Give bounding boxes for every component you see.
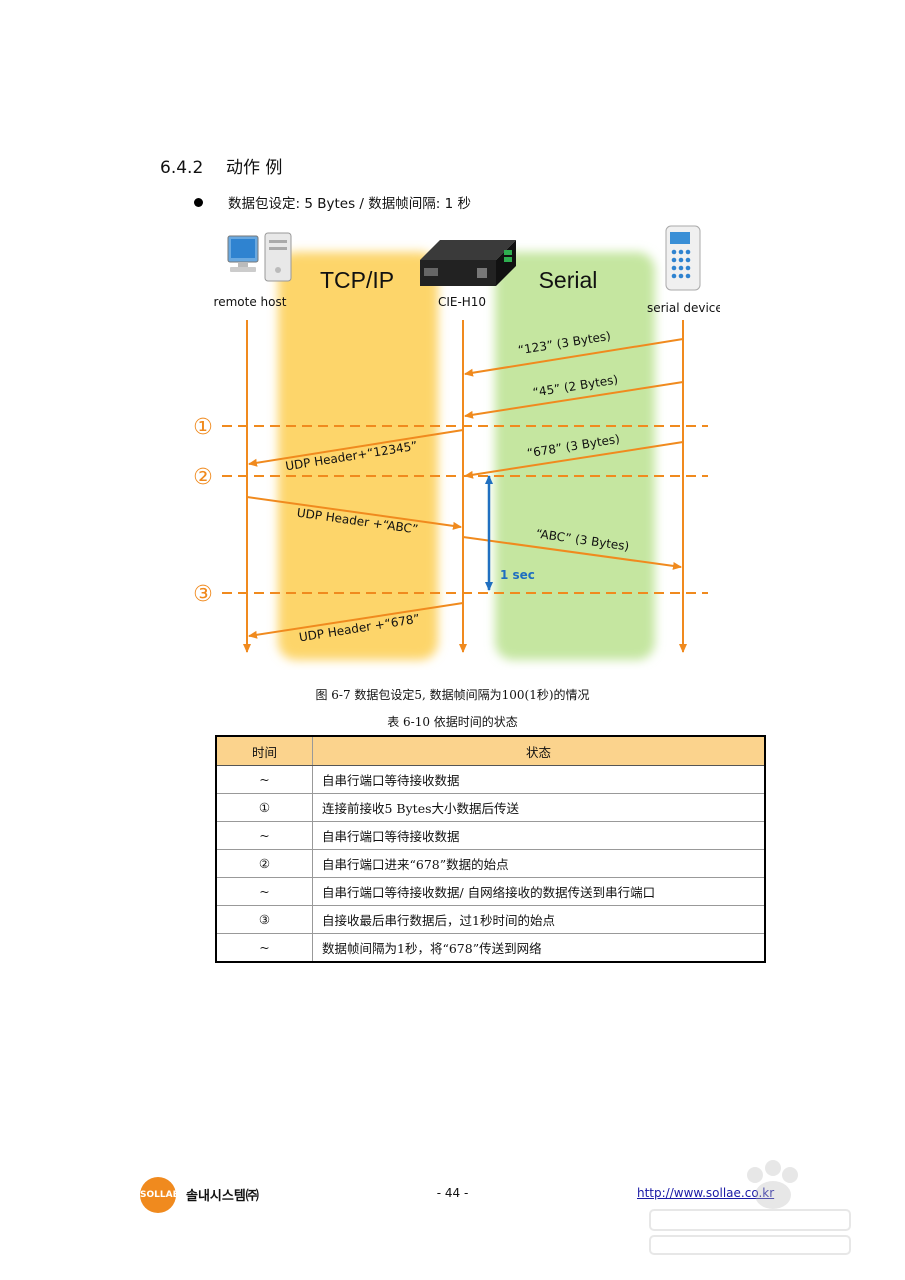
time-cell: ~ — [215, 765, 313, 794]
time-cell: ③ — [215, 905, 313, 934]
tcp-zone — [278, 252, 438, 660]
section-heading: 动作 例 — [226, 158, 283, 178]
zone-serial-label: Serial — [539, 267, 598, 293]
header-state: 状态 — [312, 735, 766, 766]
time-cell: ~ — [215, 933, 313, 963]
message-arrow-5 — [246, 496, 462, 530]
state-cell: 数据帧间隔为1秒，将“678”传送到网络 — [312, 933, 766, 963]
state-cell: 自接收最后串行数据后，过1秒时间的始点 — [312, 905, 766, 934]
message-arrow-4 — [464, 441, 684, 479]
serial-devices-label: serial devices — [647, 301, 720, 315]
footer-url-link[interactable]: http://www.sollae.co.kr — [637, 1186, 775, 1200]
table-row: ② 自串行端口进来“678”数据的始点 — [215, 849, 766, 878]
time-cell: ~ — [215, 877, 313, 906]
state-cell: 自串行端口等待接收数据 — [312, 765, 766, 794]
time-cell: ~ — [215, 821, 313, 850]
remote-host-label: remote host — [214, 295, 287, 309]
table-row: ~ 数据帧间隔为1秒，将“678”传送到网络 — [215, 933, 766, 963]
page-number: - 44 - — [436, 1186, 469, 1200]
time-cell: ② — [215, 849, 313, 878]
serial-zone — [495, 252, 655, 660]
interval-label: 1 sec — [500, 568, 535, 582]
device-label: CIE-H10 — [438, 295, 486, 309]
state-cell: 连接前接收5 Bytes大小数据后传送 — [312, 793, 766, 822]
bullet-text: 数据包设定: 5 Bytes / 数据帧间隔: 1 秒 — [228, 196, 471, 212]
marker-2: ② — [193, 465, 213, 490]
message-arrow-1 — [464, 338, 684, 377]
table-row: ① 连接前接收5 Bytes大小数据后传送 — [215, 793, 766, 822]
table-row: ~ 自串行端口等待接收数据 — [215, 821, 766, 850]
state-cell: 自串行端口等待接收数据/ 自网络接收的数据传送到串行端口 — [312, 877, 766, 906]
time-cell: ① — [215, 793, 313, 822]
marker-3: ③ — [193, 582, 213, 607]
baidu-watermark-icon — [649, 1160, 851, 1255]
footer-company: 솔내시스템㈜ — [186, 1189, 259, 1204]
message-arrow-6 — [462, 536, 682, 570]
sequence-diagram: TCP/IP Serial remote host CIE-H10 serial… — [193, 225, 720, 660]
state-cell: 自串行端口等待接收数据 — [312, 821, 766, 850]
message-arrow-2 — [464, 381, 684, 419]
figure-caption: 图 6-7 数据包设定5, 数据帧间隔为100(1秒)的情况 — [315, 688, 590, 702]
marker-1: ① — [193, 415, 213, 440]
bullet-dot — [194, 198, 203, 207]
cie-h10-device-icon — [420, 240, 516, 286]
header-time: 时间 — [215, 735, 313, 766]
table-caption: 表 6-10 依据时间的状态 — [387, 715, 518, 729]
table-row: ~ 自串行端口等待接收数据 — [215, 765, 766, 794]
table-row: ③ 自接收最后串行数据后，过1秒时间的始点 — [215, 905, 766, 934]
zone-tcp-label: TCP/IP — [320, 267, 394, 293]
state-cell: 自串行端口进来“678”数据的始点 — [312, 849, 766, 878]
sollae-logo: SOLLAE — [140, 1177, 179, 1213]
serial-device-icon — [665, 225, 701, 291]
table-row: ~ 自串行端口等待接收数据/ 自网络接收的数据传送到串行端口 — [215, 877, 766, 906]
message-arrow-7 — [248, 602, 464, 639]
message-arrow-3 — [248, 429, 464, 467]
section-number: 6.4.2 — [160, 158, 204, 178]
computer-icon — [227, 232, 292, 282]
state-table: 时间 状态 ~ 自串行端口等待接收数据 ① 连接前接收5 Bytes大小数据后传… — [215, 735, 766, 963]
table-header-row: 时间 状态 — [215, 735, 766, 766]
section-title: 6.4.2 动作 例 — [160, 153, 282, 178]
